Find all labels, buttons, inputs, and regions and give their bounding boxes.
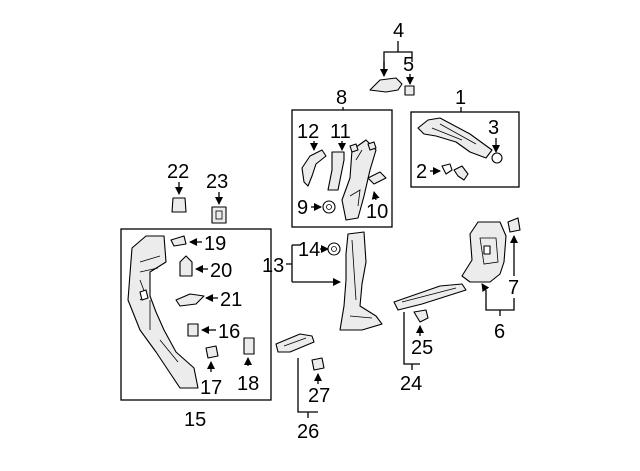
- callout-22: 22: [167, 161, 189, 183]
- clip-b: [367, 141, 377, 151]
- callout-11: 11: [330, 121, 351, 143]
- callout-10: 10: [366, 201, 388, 223]
- callout-27: 27: [308, 385, 330, 407]
- callout-21: 21: [220, 289, 242, 311]
- hook-10: [367, 171, 387, 185]
- clip-a: [349, 143, 359, 153]
- clip-16: [187, 323, 199, 337]
- callout-4: 4: [393, 20, 404, 42]
- callout-5: 5: [403, 54, 414, 76]
- group-24-25: 25 24: [393, 283, 467, 395]
- callout-2: 2: [416, 161, 427, 183]
- callout-24: 24: [400, 373, 422, 395]
- callout-23: 23: [206, 171, 228, 193]
- clip-23: [211, 206, 227, 224]
- callout-20: 20: [210, 260, 232, 282]
- group-15: 15 19 20 21 16 17 18: [120, 228, 272, 431]
- quarter-trim-panel: [127, 235, 199, 389]
- trim-piece-21: [175, 293, 205, 307]
- trim-strip-11: [327, 151, 345, 191]
- clip-25: [413, 309, 429, 323]
- group-6-7: 7 6: [461, 217, 521, 343]
- callout-3: 3: [488, 117, 499, 139]
- assist-handle: [369, 77, 403, 93]
- group-1: 1 3 2: [410, 87, 520, 188]
- handle-cap: [404, 85, 415, 96]
- callout-14: 14: [298, 239, 320, 261]
- callout-17: 17: [200, 377, 222, 399]
- callout-1: 1: [455, 87, 466, 109]
- box-1: [410, 111, 520, 188]
- group-26-27: 27 26: [275, 333, 330, 443]
- clip-7: [507, 217, 521, 233]
- step-plate-26: [275, 333, 315, 353]
- group-22-23: 22 23: [167, 161, 228, 224]
- group-13-14: 13 14: [262, 231, 383, 331]
- callout-26: 26: [297, 421, 319, 443]
- callout-18: 18: [237, 373, 259, 395]
- clip-3: [491, 152, 503, 164]
- clip-27: [311, 357, 325, 371]
- callout-16: 16: [218, 321, 240, 343]
- callout-25: 25: [411, 337, 433, 359]
- sill-plate-24: [393, 283, 467, 311]
- callout-6: 6: [494, 321, 505, 343]
- screw-2: [441, 163, 453, 175]
- callout-7: 7: [508, 277, 519, 299]
- pillar-trim-12: [301, 149, 327, 187]
- callout-15: 15: [184, 409, 206, 431]
- bracket-20: [179, 255, 193, 277]
- group-4-5: 4 5: [369, 20, 415, 96]
- group-8: 8 12 11 10 9: [291, 87, 393, 228]
- center-pillar-trim: [339, 231, 383, 331]
- clip-19: [170, 235, 187, 247]
- callout-12: 12: [297, 121, 319, 143]
- plug-22: [171, 197, 187, 213]
- box-15: [120, 228, 272, 401]
- fastener-14: [327, 242, 341, 256]
- fastener-9: [322, 200, 336, 214]
- upper-trim-panel: [417, 117, 493, 159]
- callout-8: 8: [336, 87, 347, 109]
- callout-19: 19: [204, 233, 226, 255]
- bracket-2: [453, 165, 469, 181]
- clip-17: [205, 345, 219, 359]
- callout-9: 9: [297, 197, 308, 219]
- clip-18: [243, 337, 255, 355]
- box-8: [291, 109, 393, 228]
- callout-13: 13: [262, 255, 284, 277]
